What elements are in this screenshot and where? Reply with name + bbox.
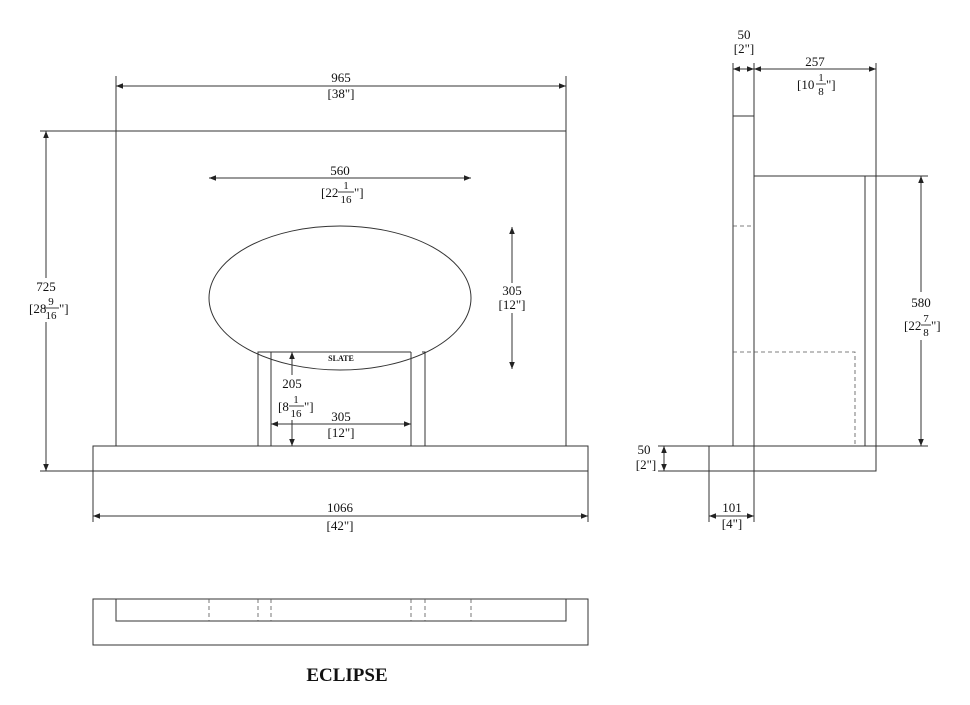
slate-left-outer bbox=[257, 351, 271, 446]
dim-surround-depth: 50 [2"] bbox=[732, 27, 755, 116]
dim-hearth-width: 1066 [42"] bbox=[92, 471, 589, 533]
opening-width-den: 16 bbox=[341, 194, 353, 206]
slate-height-in-whole: [8 bbox=[278, 399, 289, 414]
dim-back-depth: 101 [4"] bbox=[708, 446, 755, 531]
dim-overall-width: 965 [38"] bbox=[115, 70, 567, 131]
slate-height-num: 1 bbox=[293, 394, 299, 406]
opening-width-mm: 560 bbox=[330, 163, 350, 178]
hearth-front bbox=[92, 445, 589, 472]
slate-label: SLATE bbox=[328, 354, 354, 363]
drawing-title: ECLIPSE bbox=[306, 665, 387, 686]
insert-height-in-close: "] bbox=[931, 318, 941, 333]
opening-height-mm: 305 bbox=[502, 283, 522, 298]
dim-overall-height: 725 [28 9 16 "] bbox=[29, 130, 116, 472]
hearth-thickness-in: [2"] bbox=[636, 457, 656, 472]
hearth-thickness-mm: 50 bbox=[638, 442, 651, 457]
overall-height-den: 16 bbox=[46, 310, 58, 322]
dim-overall-depth: 257 [10 1 8 "] bbox=[754, 54, 877, 176]
overall-height-in-whole: [28 bbox=[29, 301, 46, 316]
slate-right-outer bbox=[422, 351, 426, 446]
slate-width-mm: 305 bbox=[331, 409, 351, 424]
front-elevation: SLATE bbox=[92, 130, 589, 472]
opening-height-in: [12"] bbox=[499, 297, 526, 312]
dim-opening-width: 560 [22 1 16 "] bbox=[209, 163, 471, 206]
slate-height-in-close: "] bbox=[304, 399, 314, 414]
overall-width-in: [38"] bbox=[328, 86, 355, 101]
dim-hearth-thickness: 50 [2"] bbox=[636, 442, 709, 472]
slate-height-den: 16 bbox=[291, 408, 303, 420]
side-elevation bbox=[708, 115, 877, 472]
overall-depth-den: 8 bbox=[818, 86, 824, 98]
overall-height-num: 9 bbox=[48, 296, 54, 308]
overall-depth-in-whole: [10 bbox=[797, 77, 814, 92]
hearth-width-in: [42"] bbox=[327, 518, 354, 533]
eclipse-opening bbox=[208, 225, 472, 371]
slate-width-in: [12"] bbox=[328, 425, 355, 440]
overall-width-mm: 965 bbox=[331, 70, 351, 85]
overall-height-in-close: "] bbox=[59, 301, 69, 316]
hearth-width-mm: 1066 bbox=[327, 500, 354, 515]
back-depth-in: [4"] bbox=[722, 516, 742, 531]
hearth-plan-outline bbox=[92, 598, 589, 646]
insert-profile bbox=[754, 175, 877, 446]
opening-width-num: 1 bbox=[343, 180, 349, 192]
overall-depth-num: 1 bbox=[818, 72, 824, 84]
dim-slate-width: 305 [12"] bbox=[271, 409, 411, 440]
insert-height-mm: 580 bbox=[911, 295, 931, 310]
surround-plan-outline bbox=[115, 599, 567, 622]
surround-depth-in: [2"] bbox=[734, 41, 754, 56]
surround-depth-mm: 50 bbox=[738, 27, 751, 42]
dim-insert-height: 580 [22 7 8 "] bbox=[876, 175, 941, 447]
hearth-side bbox=[708, 445, 877, 472]
dim-opening-height: 305 [12"] bbox=[499, 227, 526, 369]
overall-depth-mm: 257 bbox=[805, 54, 825, 69]
plan-view bbox=[92, 598, 589, 646]
opening-width-in-close: "] bbox=[354, 185, 364, 200]
insert-height-in-whole: [22 bbox=[904, 318, 921, 333]
insert-height-num: 7 bbox=[923, 313, 929, 325]
insert-height-den: 8 bbox=[923, 327, 929, 339]
back-depth-mm: 101 bbox=[722, 500, 742, 515]
overall-height-mm: 725 bbox=[36, 279, 56, 294]
surround-profile bbox=[732, 115, 755, 446]
opening-width-in-whole: [22 bbox=[321, 185, 338, 200]
overall-depth-in-close: "] bbox=[826, 77, 836, 92]
dim-slate-height: 205 [8 1 16 "] bbox=[278, 352, 314, 446]
slate-height-mm: 205 bbox=[282, 376, 302, 391]
